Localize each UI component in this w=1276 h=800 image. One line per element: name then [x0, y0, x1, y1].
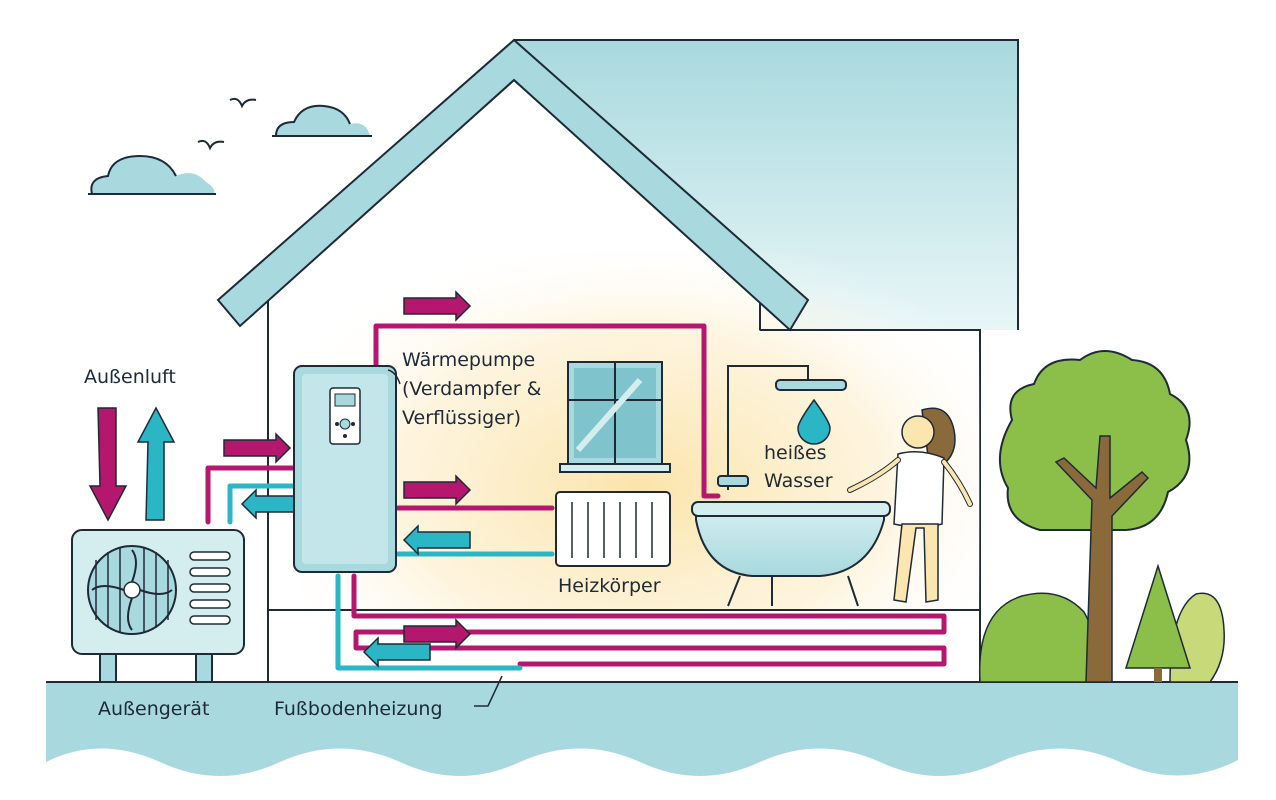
arrow-outside-air-out — [138, 408, 174, 520]
label-outdoor-unit: Außengerät — [98, 698, 209, 720]
label-heat-pump-sub1: (Verdampfer & — [402, 378, 542, 400]
label-hot-water-1: heißes — [764, 442, 827, 464]
arrow-outside-air-in — [90, 408, 126, 520]
ground — [46, 682, 1238, 776]
cloud-icon — [272, 106, 372, 136]
heat-pump-unit — [294, 366, 396, 572]
label-heat-pump-title: Wärmepumpe — [402, 349, 535, 371]
cloud-icon — [88, 156, 216, 194]
arrow-hot — [224, 434, 290, 462]
bird-icon — [198, 141, 224, 148]
radiator — [556, 492, 670, 566]
outdoor-unit — [72, 530, 244, 682]
label-hot-water-2: Wasser — [764, 470, 833, 492]
window — [560, 362, 670, 472]
label-outside-air: Außenluft — [84, 366, 176, 388]
label-heat-pump-sub2: Verflüssiger) — [402, 407, 521, 429]
bird-icon — [230, 99, 256, 106]
label-floor-heating: Fußbodenheizung — [274, 698, 443, 720]
label-radiator: Heizkörper — [558, 575, 661, 597]
